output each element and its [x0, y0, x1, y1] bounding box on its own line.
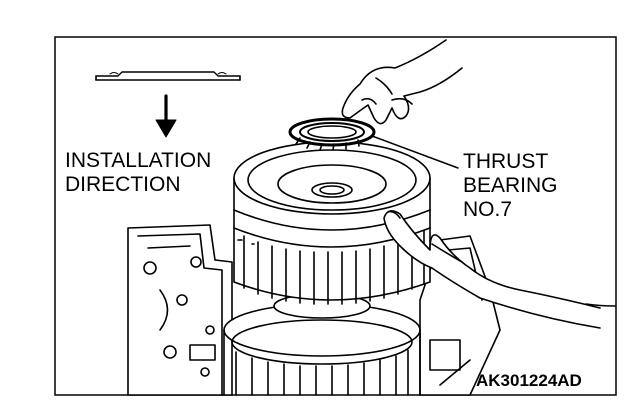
clutch-drum — [233, 141, 431, 305]
direction-arrow-icon — [155, 94, 177, 138]
thrust-bearing — [288, 117, 376, 151]
bearing-label-line-2: BEARING — [463, 174, 558, 197]
hand-holding-bearing — [341, 39, 463, 125]
hand-holding-drum — [383, 210, 616, 329]
installation-label-line-2: DIRECTION — [65, 173, 181, 196]
bearing-label-line-3: NO.7 — [463, 198, 512, 221]
bearing-label-line-1: THRUST — [463, 150, 548, 173]
bearing-leader-line — [371, 135, 459, 169]
illustration — [95, 39, 616, 396]
installation-label-line-1: INSTALLATION — [65, 149, 211, 172]
installation-symbol — [95, 71, 241, 81]
figure-id: AK301224AD — [476, 371, 582, 390]
transmission-case — [127, 224, 233, 396]
